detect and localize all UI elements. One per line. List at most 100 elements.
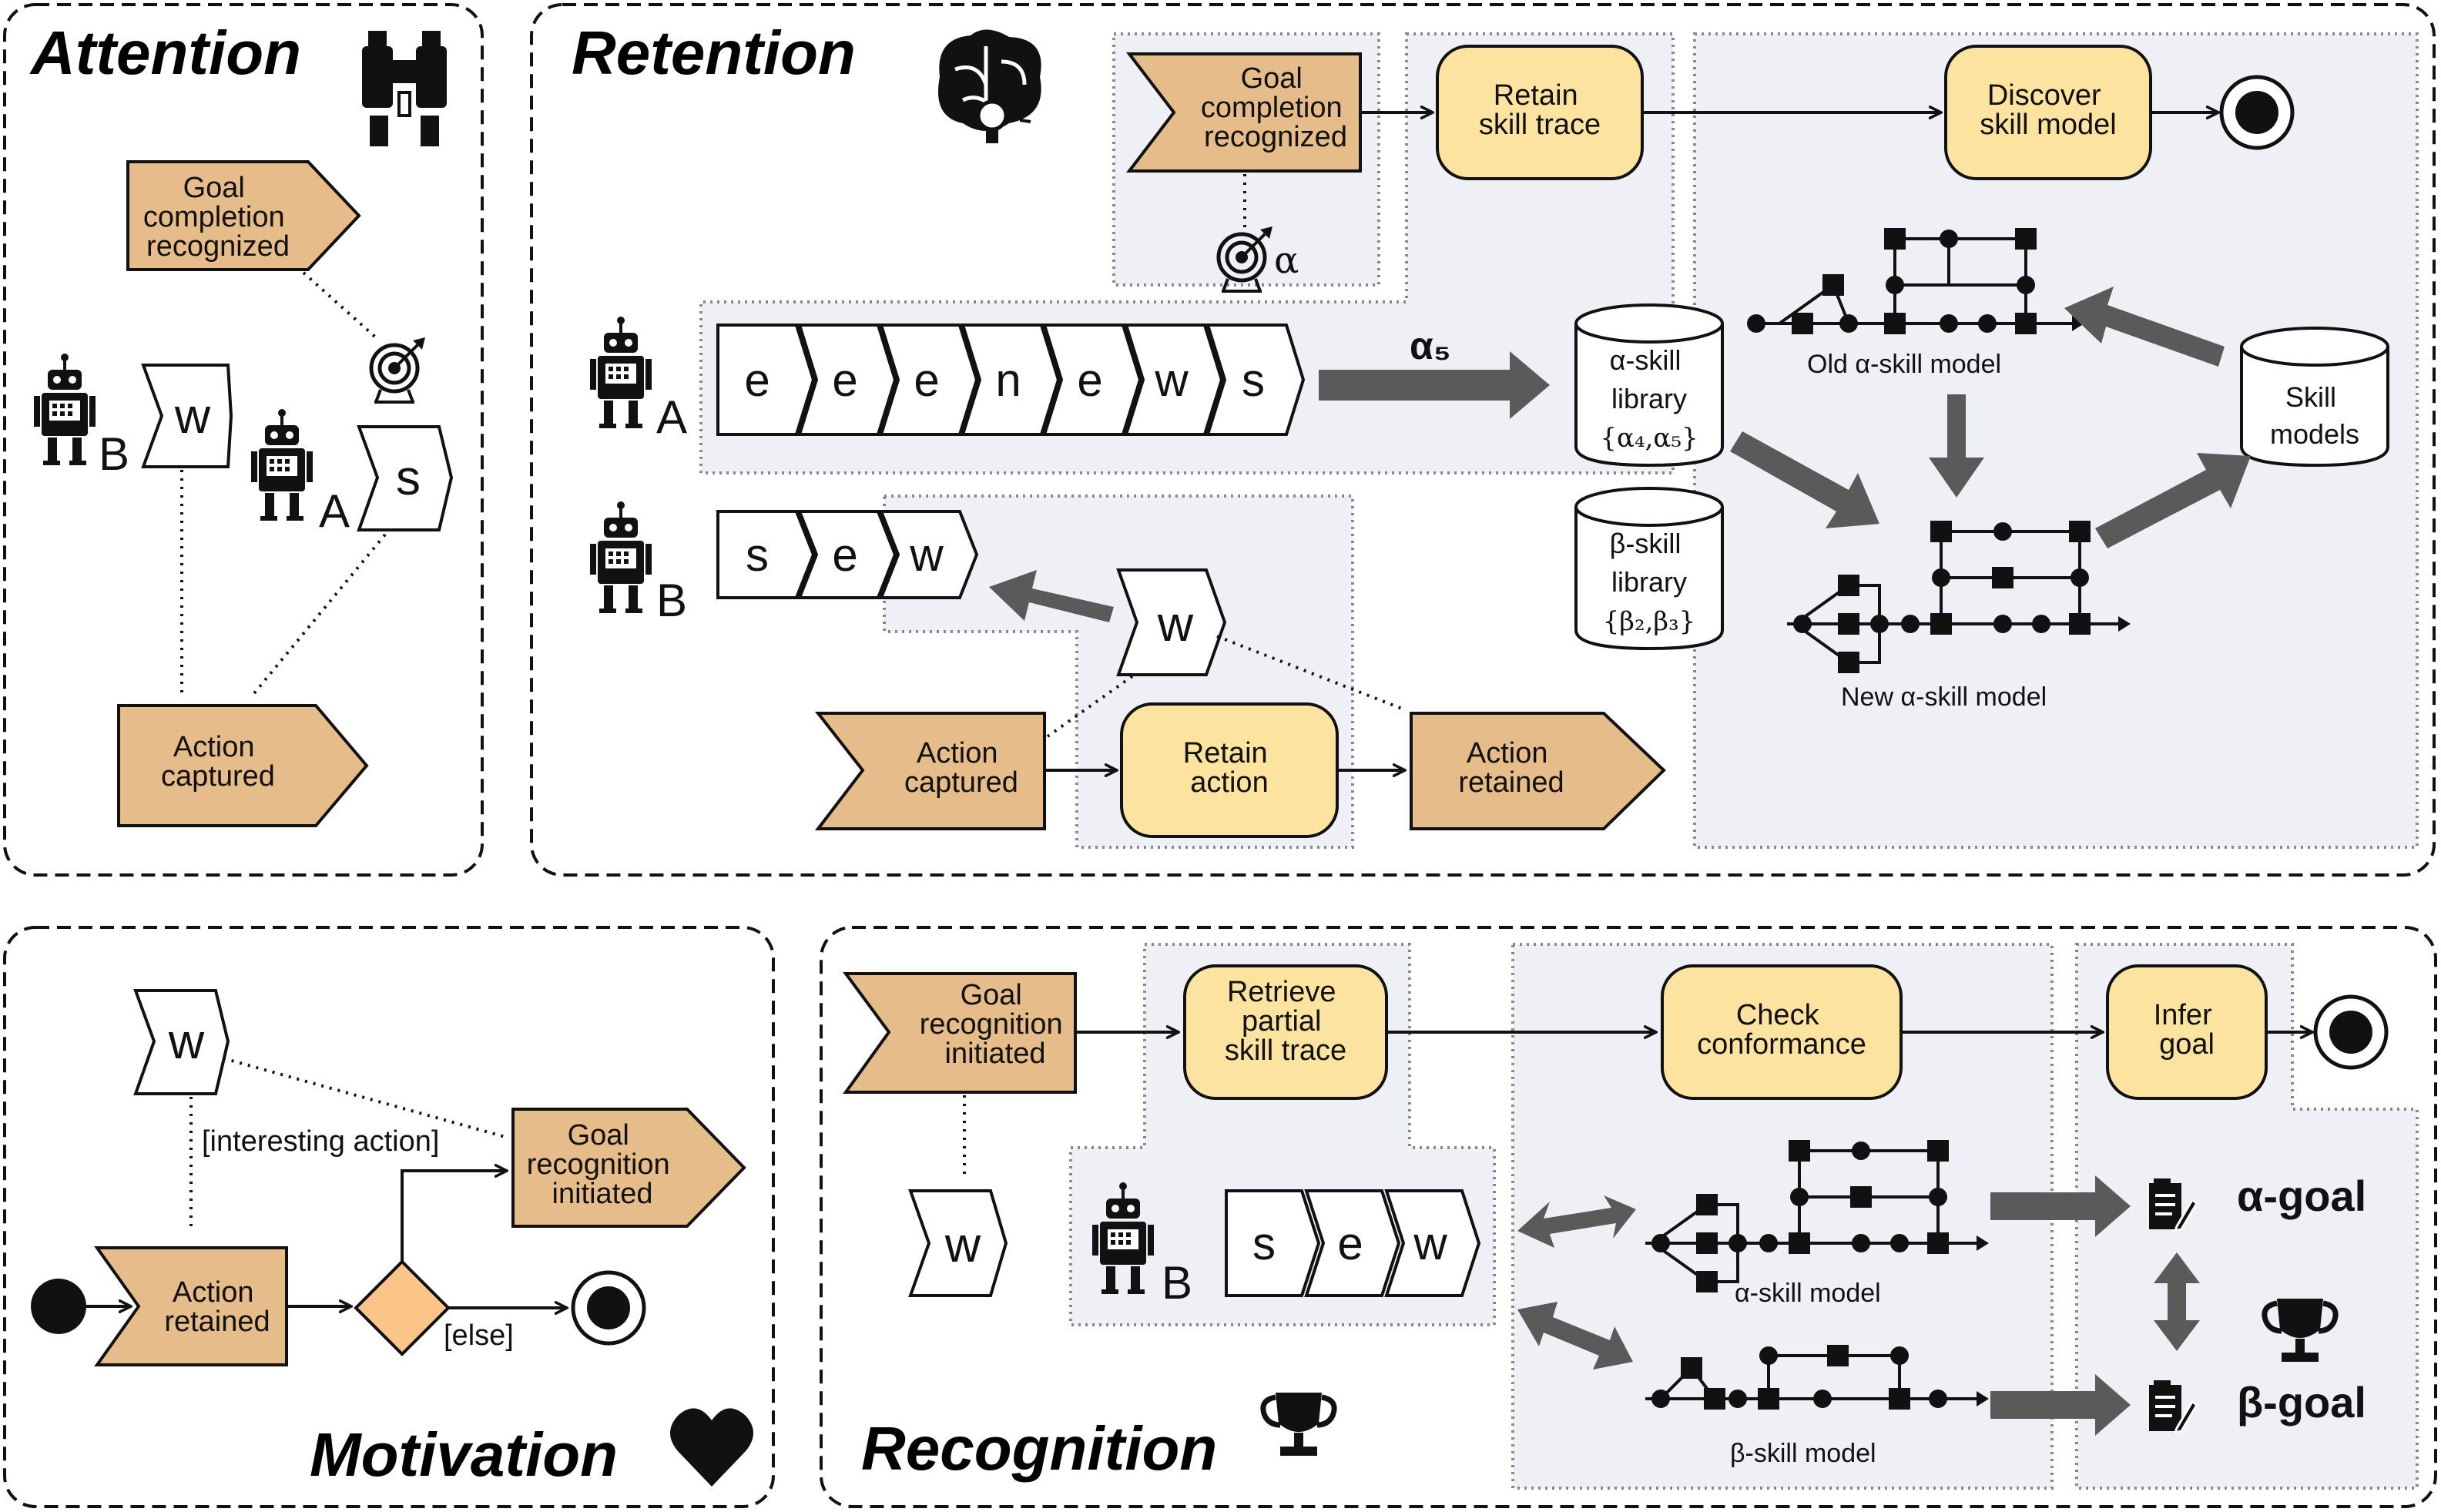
agent-b-label: B <box>99 428 129 480</box>
motivation-title: Motivation <box>310 1420 618 1489</box>
action-retained-event-mot: Action retained <box>94 1246 288 1366</box>
chevron-w-mot: w <box>133 989 230 1095</box>
svg-text:w: w <box>174 388 211 444</box>
svg-text:{β₂,β₃}: {β₂,β₃} <box>1603 606 1696 637</box>
svg-text:α-skill library: α-skill library <box>1610 344 1689 414</box>
svg-text:β-skill library: β-skill library <box>1610 528 1689 598</box>
svg-text:Goal recognition: Goal recognition initiated <box>920 979 1071 1070</box>
svg-text:s: s <box>396 450 421 505</box>
trace-step <box>1042 324 1142 436</box>
goal-recognition-event-mot: Goal recognition initiated <box>511 1108 746 1228</box>
agent-b-label-ret: B <box>656 575 687 626</box>
chevron-w: w <box>141 364 233 468</box>
retain-skill-trace-action: Retain skill trace <box>1436 45 1644 180</box>
check-conformance-action: Check conformance <box>1661 964 1903 1100</box>
alpha-label: α <box>1274 239 1299 282</box>
action-captured-event: Action captured <box>117 704 369 827</box>
alpha-skill-library: α-skill library {α₄,α₅} <box>1574 303 1724 468</box>
svg-text:Retrieve partial: Retrieve partial skill trace <box>1225 976 1346 1067</box>
end-node-motivation <box>571 1270 646 1346</box>
alpha-skill-model-rec <box>1645 1140 1989 1292</box>
beta-goal-label: β-goal <box>2237 1378 2366 1427</box>
alpha-to-goal-arrow <box>1990 1175 2131 1237</box>
chevron-s: s <box>357 425 454 531</box>
chevron-w-rec: w <box>908 1189 1008 1297</box>
svg-text:Action captured: Action captured <box>161 731 275 793</box>
attention-panel: Attention Goal completion recognized B <box>3 3 484 877</box>
trace-step <box>1384 1189 1481 1297</box>
trace-alpha-arrow <box>1517 1195 1636 1248</box>
action-captured-event-ret: Action captured <box>814 712 1046 830</box>
library-to-new-arrow <box>1730 431 1879 528</box>
beta-to-goal-arrow <box>1990 1374 2131 1436</box>
trace-step <box>961 324 1061 436</box>
old-to-new-arrow <box>1929 394 1984 498</box>
trace-step-label: e <box>914 354 939 406</box>
svg-text:Retain skill trace: Retain skill trace <box>1479 79 1601 141</box>
agent-b-label-rec: B <box>1162 1257 1192 1309</box>
trace-step <box>1205 324 1306 436</box>
trace-step <box>1225 1189 1321 1297</box>
new-to-models-arrow <box>2095 453 2251 548</box>
trace-step <box>716 324 816 436</box>
trophy-icon <box>1263 1393 1334 1456</box>
retain-action-action: Retain action <box>1120 702 1339 838</box>
beta-skill-library: β-skill library {β₂,β₃} <box>1574 487 1724 651</box>
svg-text:Action retained: Action retained <box>164 1276 270 1338</box>
alpha-model-label: α-skill model <box>1735 1279 1881 1308</box>
trace-step <box>797 510 897 599</box>
trace-step-label: n <box>995 354 1021 406</box>
alpha5-arrow <box>1319 351 1550 419</box>
old-model-label: Old α-skill model <box>1807 350 2001 379</box>
beta-model-label: β-skill model <box>1730 1439 1876 1468</box>
svg-text:Goal completion: Goal completion recognized <box>1201 62 1350 153</box>
goal-recognition-event-rec: Goal recognition initiated <box>843 972 1077 1094</box>
start-node-motivation <box>31 1279 86 1334</box>
trace-step-label: e <box>744 354 770 406</box>
svg-text:Check conformance: Check conformance <box>1697 999 1866 1061</box>
region-discover <box>1693 32 2419 849</box>
goal-bidirectional-arrow <box>2154 1252 2200 1351</box>
old-alpha-skill-model <box>1747 228 2084 334</box>
recognition-panel: Goal recognition initiated Retrieve part… <box>820 926 2437 1508</box>
new-alpha-skill-model <box>1787 521 2131 673</box>
trace-step-label: e <box>832 354 857 406</box>
binoculars-icon <box>362 31 447 146</box>
robot-a-icon <box>250 407 314 522</box>
svg-text:w: w <box>168 1014 205 1069</box>
agent-a-label-ret: A <box>656 391 687 443</box>
trace-step-label: w <box>1154 354 1189 406</box>
trace-step-label: w <box>909 529 944 581</box>
trace-step-label: e <box>1077 354 1102 406</box>
svg-text:Infer goal: Infer goal <box>2154 999 2221 1061</box>
svg-text:w: w <box>944 1217 981 1272</box>
motivation-panel: w [interesting action] Action retained [… <box>3 926 775 1508</box>
svg-text:Action retained: Action retained <box>1458 737 1564 799</box>
svg-text:Action captured: Action captured <box>904 737 1018 799</box>
goal-completion-event-ret: Goal completion recognized <box>1125 52 1362 173</box>
retrieve-partial-trace-action: Retrieve partial skill trace <box>1183 964 1388 1100</box>
region-check <box>1511 943 2054 1490</box>
trace-step <box>797 324 897 436</box>
robot-b-icon-ret <box>588 500 653 615</box>
target-icon <box>371 337 425 402</box>
svg-text:Discover skill model: Discover skill model <box>1980 79 2116 141</box>
alpha-goal-label: α-goal <box>2237 1172 2366 1220</box>
trace-step-label: s <box>1242 354 1265 406</box>
trace-step-label: s <box>746 529 769 581</box>
skill-models-store: Skill models <box>2240 327 2389 468</box>
trace-step <box>879 510 979 599</box>
retention-panel: Retention Goal completion recognized <box>530 3 2436 877</box>
svg-text:w: w <box>1157 596 1194 652</box>
trace-step <box>716 510 816 599</box>
trace-step-label: s <box>1252 1218 1276 1269</box>
svg-text:Retain action: Retain action <box>1183 737 1276 799</box>
alpha5-label: α₅ <box>1410 324 1451 367</box>
robot-b-icon <box>32 352 97 467</box>
infer-goal-action: Infer goal <box>2106 964 2268 1100</box>
svg-text:Goal completion: Goal completion recognized <box>143 172 293 263</box>
brain-icon <box>938 29 1041 143</box>
beta-skill-model-rec <box>1645 1345 1989 1410</box>
